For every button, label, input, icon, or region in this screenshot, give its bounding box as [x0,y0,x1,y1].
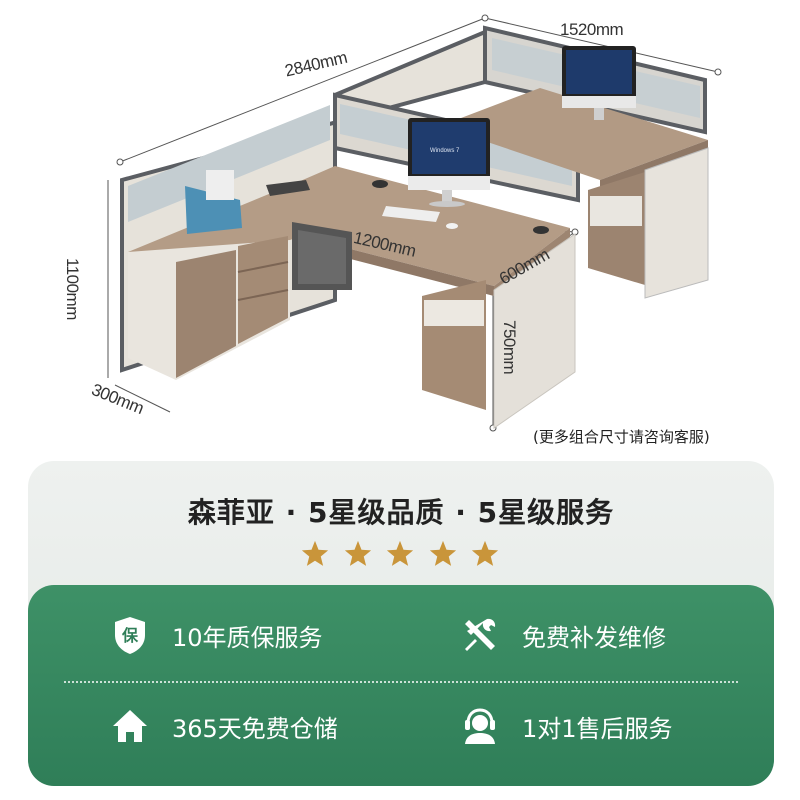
service-features-panel: 保 10年质保服务 免费补发维修 365天免费仓储 1对1售后服务 [28,585,774,786]
headset-service-icon [460,706,500,746]
monitor-brand: Windows 7 [430,148,460,154]
tools-icon [460,615,500,655]
feature-label: 1对1售后服务 [522,714,673,743]
feature-repair: 免费补发维修 [460,615,666,655]
product-illustration: Windows 7 1520mm 2840mm 1100mm 300mm 120… [63,14,722,446]
dotted-divider [64,681,738,683]
feature-label: 365天免费仓储 [172,714,338,743]
keyboard [382,206,440,222]
brand-headline: 森菲亚 · 5星级品质 · 5星级服务 [187,496,615,529]
feature-warranty: 保 10年质保服务 [110,615,323,655]
star-icon [471,540,499,566]
front-mobile-pedestal [422,280,486,410]
feature-label: 10年质保服务 [172,623,323,652]
shield-bao-icon: 保 [110,615,150,655]
svg-text:保: 保 [121,626,139,645]
star-icon [301,540,329,566]
dimension-desk-height: 750mm [500,320,519,375]
dimension-top-width: 1520mm [560,20,624,39]
size-consult-note: (更多组合尺寸请咨询客服) [533,428,710,446]
home-icon [110,706,150,746]
star-icon [386,540,414,566]
star-rating [300,539,500,569]
dimension-height: 1100mm [63,258,82,320]
service-info-card: 森菲亚 · 5星级品质 · 5星级服务 保 10年质保服务 免费补发维修 365… [28,461,774,786]
office-workstation-drawing: Windows 7 [107,14,722,432]
feature-label: 免费补发维修 [522,623,666,652]
feature-after-sales: 1对1售后服务 [460,706,673,746]
star-icon [344,540,371,566]
star-icon [429,540,456,566]
feature-storage: 365天免费仓储 [110,706,338,746]
